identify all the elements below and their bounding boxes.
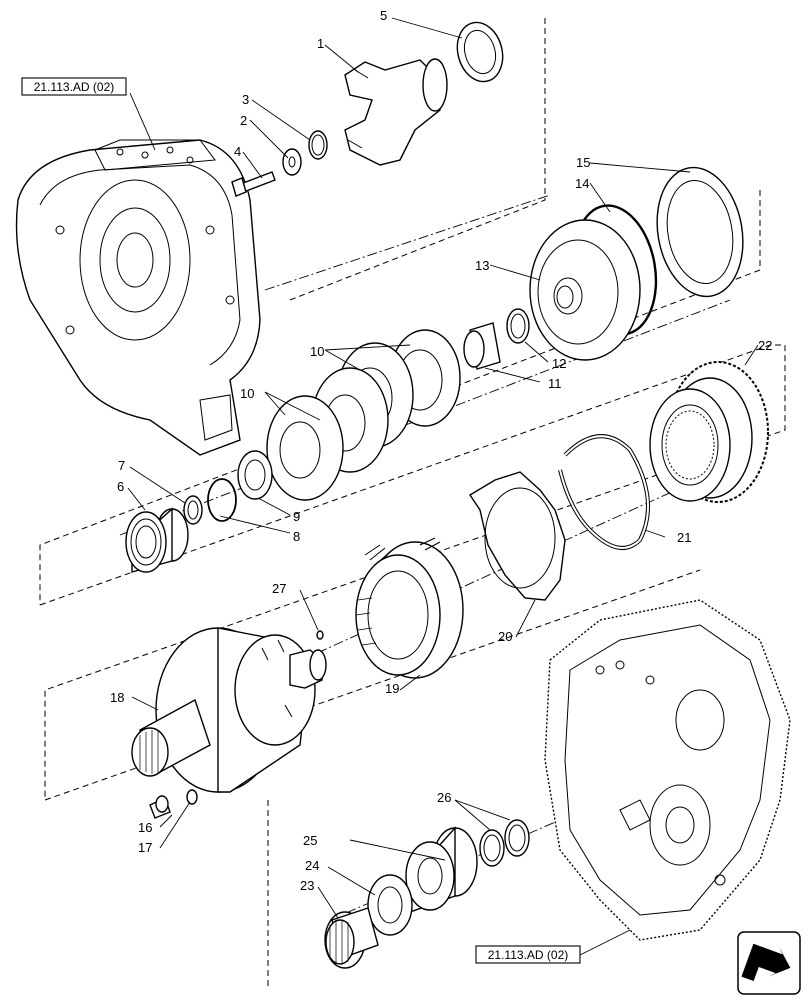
plug-o-ring	[186, 789, 198, 805]
spur-gear	[649, 361, 769, 503]
callout-18: 18	[110, 690, 124, 705]
tapered-bearing	[405, 826, 478, 913]
seal-ring	[456, 21, 504, 83]
callout-3: 3	[242, 92, 249, 107]
thrust-washer	[237, 450, 273, 500]
callout-8: 8	[293, 529, 300, 544]
clutch-piston	[529, 219, 641, 361]
callout-11: 11	[548, 376, 562, 391]
yoke	[344, 58, 448, 166]
callout-13: 13	[475, 258, 489, 273]
clutch-drum	[131, 627, 327, 793]
roller-cage	[324, 907, 379, 969]
reference-text-top: 21.113.AD (02)	[34, 80, 115, 94]
snap-ring	[308, 130, 328, 160]
washer	[282, 148, 302, 176]
friction-pack	[355, 537, 464, 679]
callout-2: 2	[240, 113, 247, 128]
callout-27: 27	[272, 581, 286, 596]
leader-lines	[127, 17, 759, 956]
callout-14: 14	[575, 176, 589, 191]
bearing-race	[367, 874, 413, 936]
callout-23: 23	[300, 878, 314, 893]
reference-text-bottom: 21.113.AD (02)	[488, 948, 569, 962]
drain-plug	[149, 795, 171, 819]
rear-housing	[544, 599, 791, 941]
callout-24: 24	[305, 858, 319, 873]
reference-label-top[interactable]: 21.113.AD (02)	[21, 77, 127, 96]
navigation-arrow-icon[interactable]	[737, 931, 801, 995]
callout-4: 4	[234, 144, 241, 159]
callout-15: 15	[576, 155, 590, 170]
retaining-ring	[183, 495, 203, 525]
callout-26: 26	[437, 790, 451, 805]
callout-6: 6	[117, 479, 124, 494]
callout-9: 9	[293, 509, 300, 524]
callout-12: 12	[552, 356, 566, 371]
spacer-ring	[506, 308, 530, 344]
callout-21: 21	[677, 530, 691, 545]
ball-bearing	[125, 507, 189, 573]
sleeve	[463, 322, 501, 370]
callouts: 1 2 3 4 5 6 7 8 9 10 10 11 12 13 14 15 1…	[110, 8, 772, 893]
callout-25: 25	[303, 833, 317, 848]
callout-20: 20	[498, 629, 512, 644]
callout-7: 7	[118, 458, 125, 473]
tab-plate	[469, 471, 566, 601]
circlip	[558, 434, 650, 550]
callout-10b: 10	[240, 386, 254, 401]
callout-17: 17	[138, 840, 152, 855]
callout-22: 22	[758, 338, 772, 353]
callout-1: 1	[317, 36, 324, 51]
reference-label-bottom[interactable]: 21.113.AD (02)	[475, 945, 581, 964]
o-ring-small	[207, 478, 237, 522]
callout-5: 5	[380, 8, 387, 23]
callout-19: 19	[385, 681, 399, 696]
callout-16: 16	[138, 820, 152, 835]
callout-10a: 10	[310, 344, 324, 359]
clutch-discs	[266, 329, 461, 501]
plug	[316, 630, 324, 640]
thrust-rings	[479, 819, 530, 867]
front-housing	[15, 139, 261, 456]
thrust-plate	[656, 166, 744, 298]
